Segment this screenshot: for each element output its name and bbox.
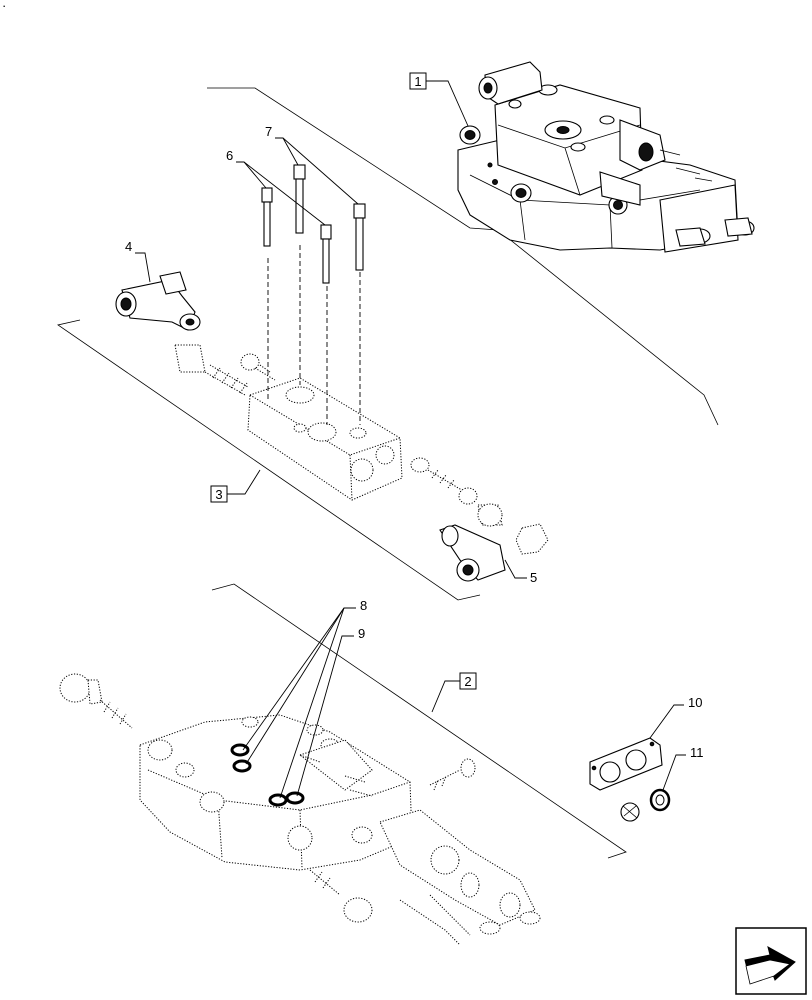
callout-10: 10 (649, 695, 702, 739)
svg-text:11: 11 (690, 745, 704, 760)
callout-4: 4 (125, 239, 151, 283)
svg-text:5: 5 (530, 570, 537, 585)
valve-assembly-1 (207, 61, 755, 426)
svg-text:2: 2 (464, 674, 471, 689)
svg-text:3: 3 (215, 487, 222, 502)
screws-6-7 (261, 164, 366, 284)
valve-assembly-2 (59, 583, 627, 946)
callout-6: 6 (226, 148, 326, 226)
valve-block-3 (57, 245, 549, 601)
callout-1: 1 (409, 72, 469, 127)
callout-3: 3 (210, 469, 261, 503)
callout-11: 11 (662, 745, 704, 791)
seal-11 (620, 788, 671, 822)
corner-mark: · (2, 0, 6, 13)
callout-8: 8 (242, 598, 367, 799)
tee-fitting-4 (115, 271, 201, 331)
callout-2: 2 (431, 672, 477, 713)
svg-text:7: 7 (265, 124, 272, 139)
svg-text:6: 6 (226, 148, 233, 163)
svg-text:8: 8 (360, 598, 367, 613)
callout-5: 5 (504, 559, 537, 585)
callout-9: 9 (296, 626, 365, 797)
svg-text:10: 10 (688, 695, 702, 710)
svg-text:1: 1 (414, 74, 421, 89)
svg-text:4: 4 (125, 239, 132, 254)
gasket-10 (589, 737, 663, 791)
callout-7: 7 (265, 124, 359, 205)
next-page-arrow-icon[interactable] (735, 927, 807, 995)
svg-text:9: 9 (358, 626, 365, 641)
o-rings-8-9 (230, 743, 305, 807)
elbow-fitting-5 (439, 524, 506, 582)
